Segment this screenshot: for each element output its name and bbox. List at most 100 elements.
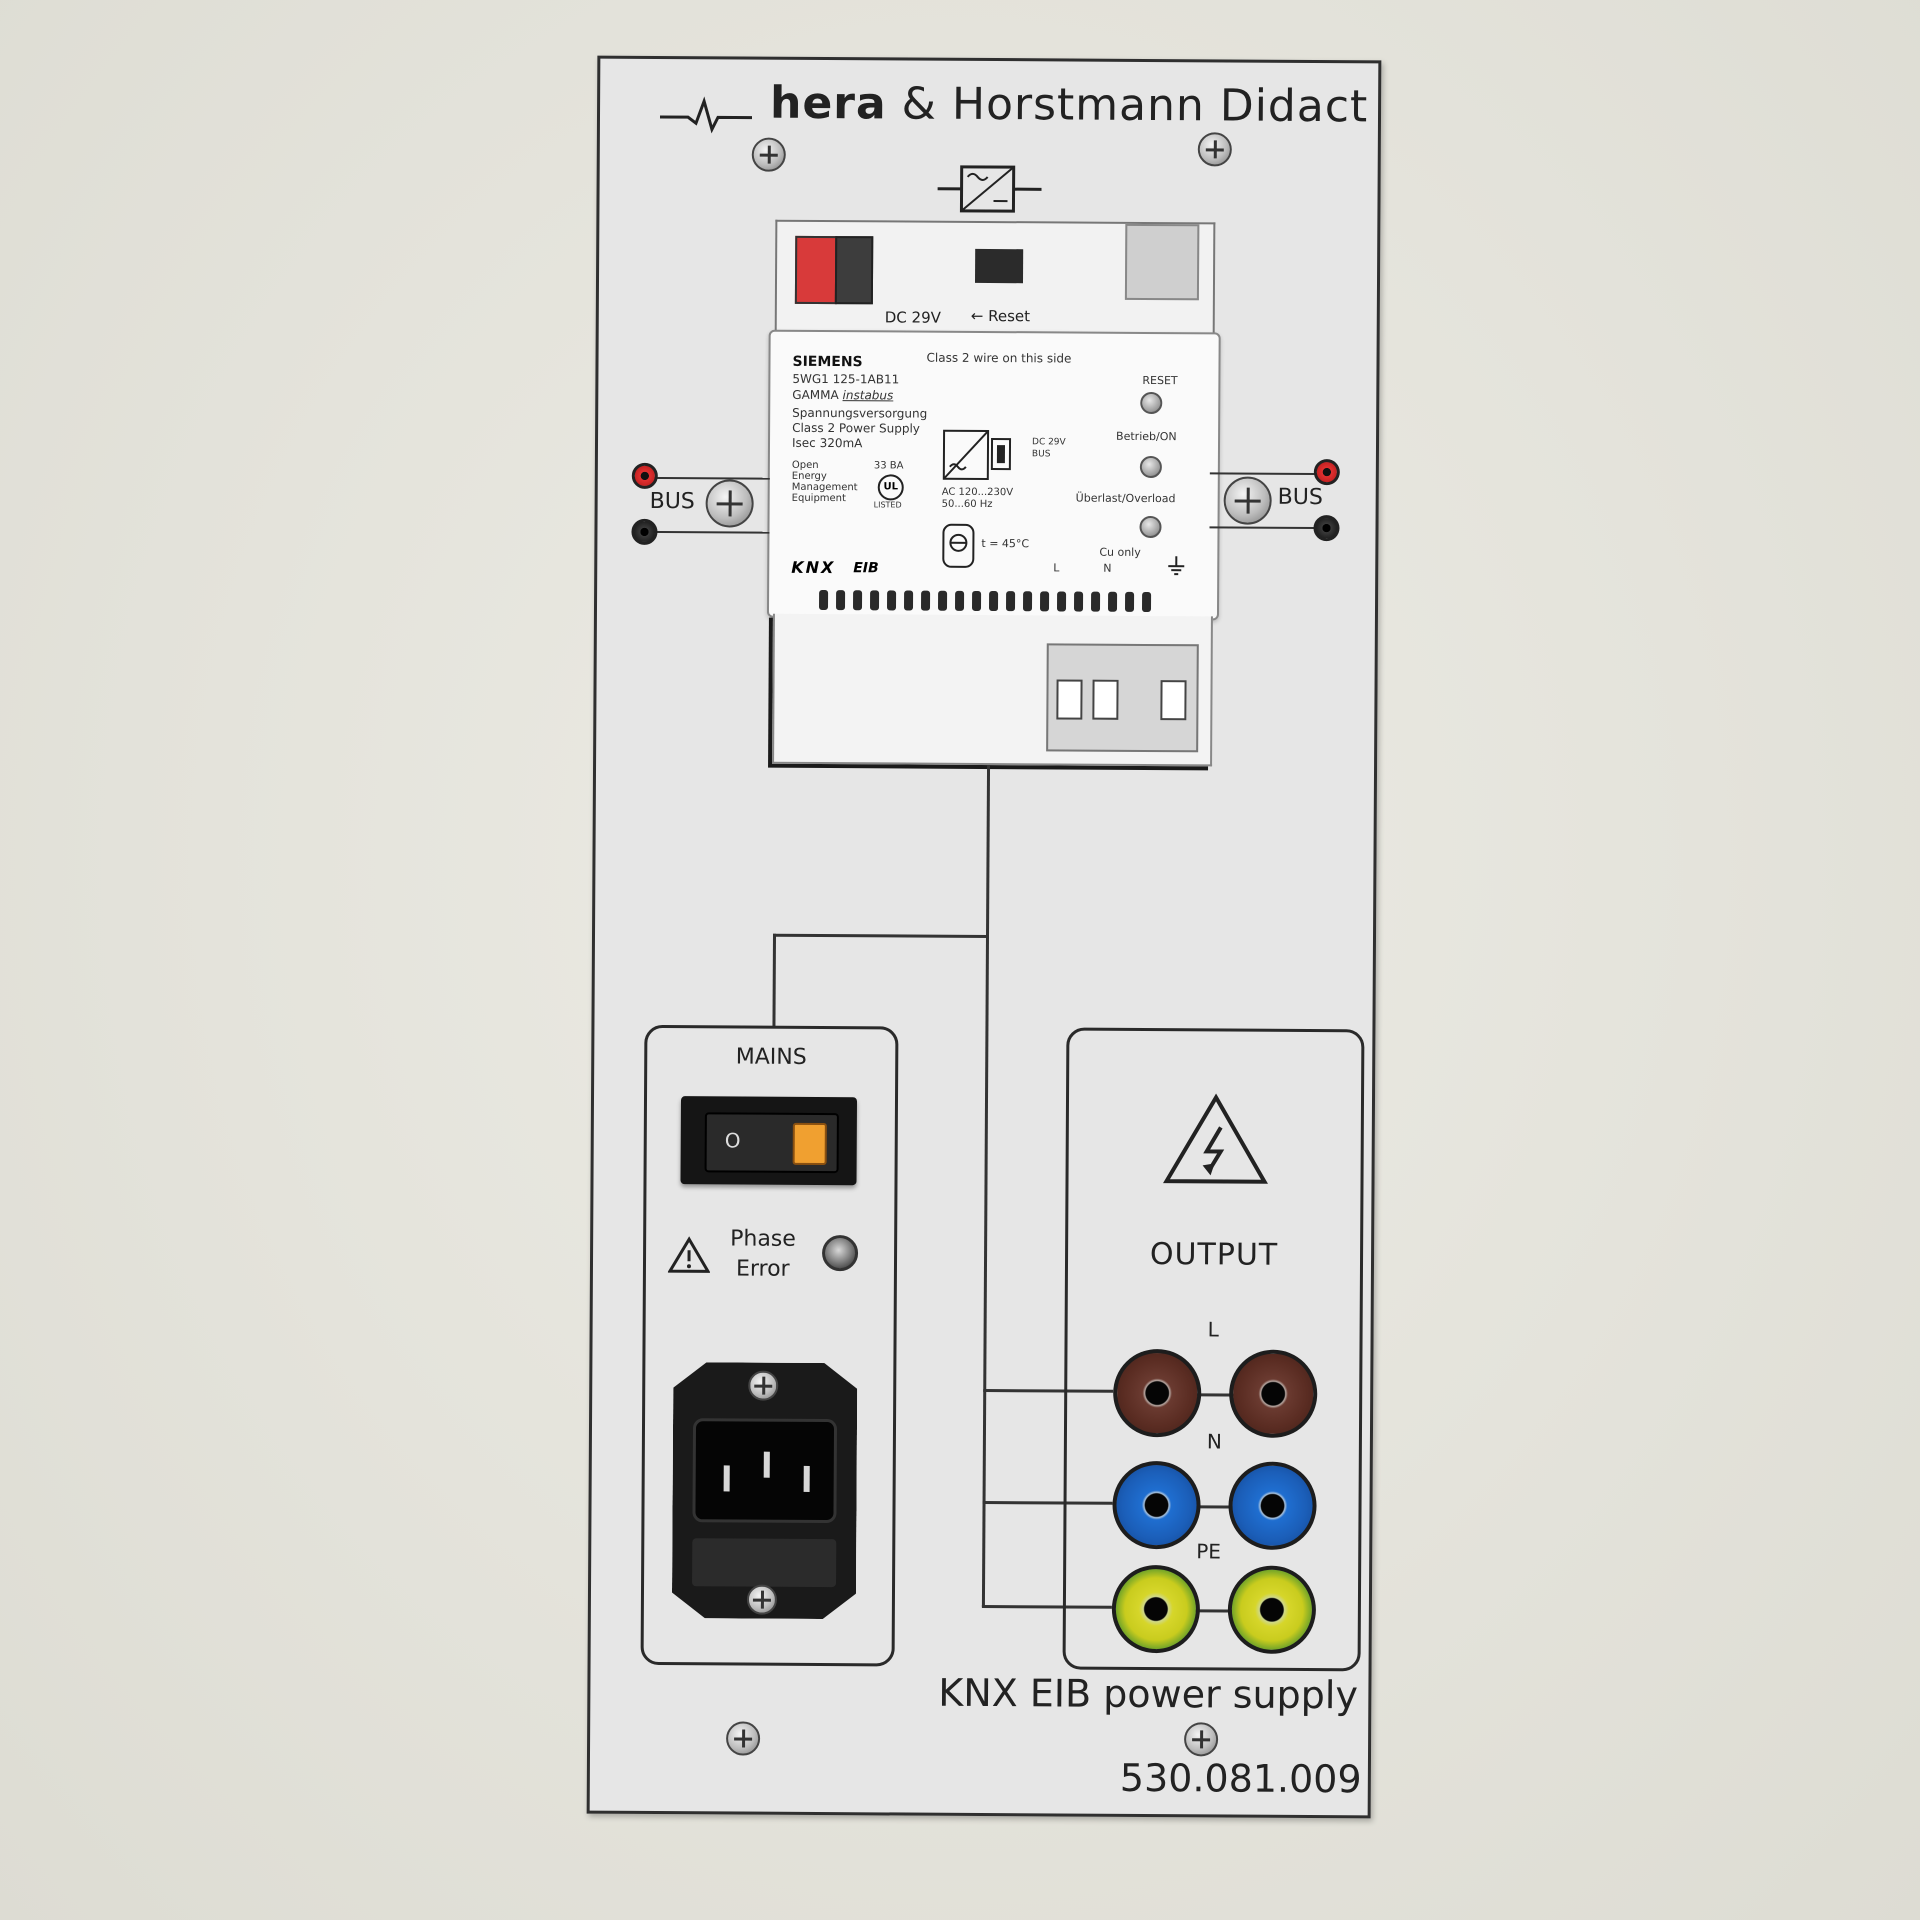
- manufacturer-label: SIEMENS: [792, 353, 863, 371]
- vent-slot: [886, 590, 897, 611]
- warning-triangle-icon: [667, 1236, 711, 1273]
- bus-terminal-black[interactable]: [834, 236, 874, 305]
- class2-note: Class 2 wire on this side: [926, 350, 1072, 366]
- reset-opening: [974, 248, 1024, 284]
- phase-error-line1: Phase: [730, 1226, 796, 1252]
- temperature-rating: t = 45°C: [981, 536, 1030, 551]
- phase-error-label: Phase Error: [730, 1224, 796, 1284]
- mains-switch[interactable]: O: [680, 1096, 858, 1186]
- power-supply-label-face: SIEMENS Class 2 wire on this side 5WG1 1…: [766, 329, 1221, 621]
- output-n-label: N: [1206, 1429, 1222, 1454]
- output-n-jack-1[interactable]: [1112, 1460, 1201, 1550]
- output-pe-label: PE: [1196, 1539, 1222, 1564]
- vent-slot: [852, 590, 863, 611]
- series-label: GAMMA instabus: [792, 388, 893, 403]
- ul-code: 33 BA: [873, 460, 904, 472]
- bus-line-bottom-left: [641, 530, 770, 534]
- vent-slot: [869, 590, 880, 611]
- mains-title: MAINS: [735, 1044, 807, 1070]
- vent-slot: [1056, 591, 1067, 612]
- output-pe-jack-2[interactable]: [1227, 1565, 1317, 1655]
- vent-slot: [1039, 591, 1050, 612]
- mains-section: MAINS O Phase Error: [640, 1024, 899, 1667]
- bus-jack-red-left[interactable]: [631, 462, 658, 489]
- open-energy-line: Open: [791, 459, 819, 471]
- bus-terminal-red[interactable]: [794, 235, 838, 305]
- vent-slot: [920, 590, 931, 611]
- mounting-screw-icon: [1197, 132, 1232, 167]
- converter-symbol-icon: [942, 429, 1012, 481]
- mounting-screw-icon: [751, 137, 786, 172]
- vent-slot: [1141, 591, 1152, 613]
- output-n-jack-2[interactable]: [1228, 1461, 1317, 1551]
- wire-to-mains: [772, 933, 990, 939]
- vent-slot: [1090, 591, 1101, 612]
- vent-slot: [903, 590, 914, 611]
- ventilation-slots: [818, 589, 1159, 614]
- power-supply-housing-bottom: [772, 613, 1213, 767]
- open-energy-line: Management: [791, 481, 858, 494]
- trainer-panel: hera & Horstmann Didact DC 29V ← Reset S…: [586, 55, 1382, 1819]
- output-section: OUTPUT L N PE: [1062, 1027, 1365, 1672]
- iec-socket[interactable]: [692, 1418, 837, 1523]
- switch-off-glyph: O: [724, 1128, 741, 1153]
- dc-bus-line2: BUS: [1031, 449, 1051, 460]
- reset-hint-label: ← Reset: [970, 306, 1031, 326]
- vent-slot: [1005, 591, 1016, 612]
- product-title: KNX EIB power supply: [938, 1670, 1359, 1718]
- wire-to-mains-drop: [772, 933, 777, 1028]
- rocker[interactable]: O: [704, 1112, 839, 1174]
- overload-led: [1139, 515, 1162, 539]
- output-l-jack-1[interactable]: [1112, 1348, 1202, 1438]
- terminal-l-screw[interactable]: [1056, 679, 1083, 720]
- mounting-screw-icon: [725, 1721, 761, 1756]
- switch-lamp: [792, 1122, 827, 1166]
- vent-slot: [1073, 591, 1084, 612]
- bus-jack-black-left[interactable]: [631, 518, 658, 545]
- output-terminal-block[interactable]: [1124, 223, 1200, 301]
- terminal-n-screw[interactable]: [1092, 679, 1119, 720]
- brand-horstmann: & Horstmann Didact: [901, 78, 1369, 133]
- open-energy-block: Open Energy Management Equipment: [792, 460, 858, 504]
- iec-power-inlet[interactable]: [672, 1362, 858, 1619]
- bus-label-right: BUS: [1277, 484, 1323, 511]
- reset-button[interactable]: [1140, 391, 1163, 415]
- open-energy-line: Energy: [791, 470, 827, 483]
- article-number: 530.081.009: [1119, 1755, 1362, 1802]
- overload-label: Überlast/Overload: [1075, 491, 1176, 506]
- terminal-n-label: N: [1103, 561, 1112, 575]
- mounting-screw-icon: [746, 1584, 778, 1615]
- reset-label: RESET: [1142, 373, 1178, 388]
- bus-line-top-left: [641, 476, 770, 480]
- mains-terminal-block: [1046, 643, 1199, 753]
- vent-slot: [971, 590, 982, 611]
- wire-main-vertical: [981, 765, 991, 1608]
- high-voltage-warning-icon: [1163, 1093, 1268, 1184]
- ac-rating-line2: 50...60 Hz: [941, 498, 993, 511]
- output-pe-jack-1[interactable]: [1111, 1564, 1201, 1654]
- bus-jack-red-right[interactable]: [1313, 459, 1340, 486]
- brand-title: hera & Horstmann Didact: [770, 78, 1368, 133]
- mounting-screw-icon: [705, 479, 754, 528]
- iec-pin: [804, 1466, 810, 1492]
- brand-hera: hera: [769, 77, 887, 130]
- vent-slot: [1107, 591, 1118, 612]
- earth-ground-icon: [1168, 556, 1185, 576]
- phase-error-led: [821, 1235, 859, 1272]
- bus-jack-black-right[interactable]: [1313, 515, 1340, 542]
- dc-bus-line1: DC 29V: [1031, 437, 1066, 448]
- fuse-drawer[interactable]: [692, 1538, 836, 1587]
- terminal-pe-screw[interactable]: [1160, 680, 1187, 721]
- on-label: Betrieb/ON: [1116, 429, 1177, 444]
- vent-slot: [818, 589, 829, 611]
- iec-pin: [724, 1465, 730, 1491]
- power-supply-housing-top: DC 29V ← Reset: [774, 219, 1216, 343]
- vent-slot: [988, 591, 999, 612]
- open-energy-line: Equipment: [791, 492, 847, 505]
- output-l-jack-2[interactable]: [1228, 1349, 1318, 1439]
- vent-slot: [1124, 591, 1135, 612]
- iec-pin: [764, 1452, 770, 1478]
- terminal-l-label: L: [1053, 561, 1060, 575]
- cu-only-label: Cu only: [1099, 545, 1141, 559]
- vent-slot: [1022, 591, 1033, 612]
